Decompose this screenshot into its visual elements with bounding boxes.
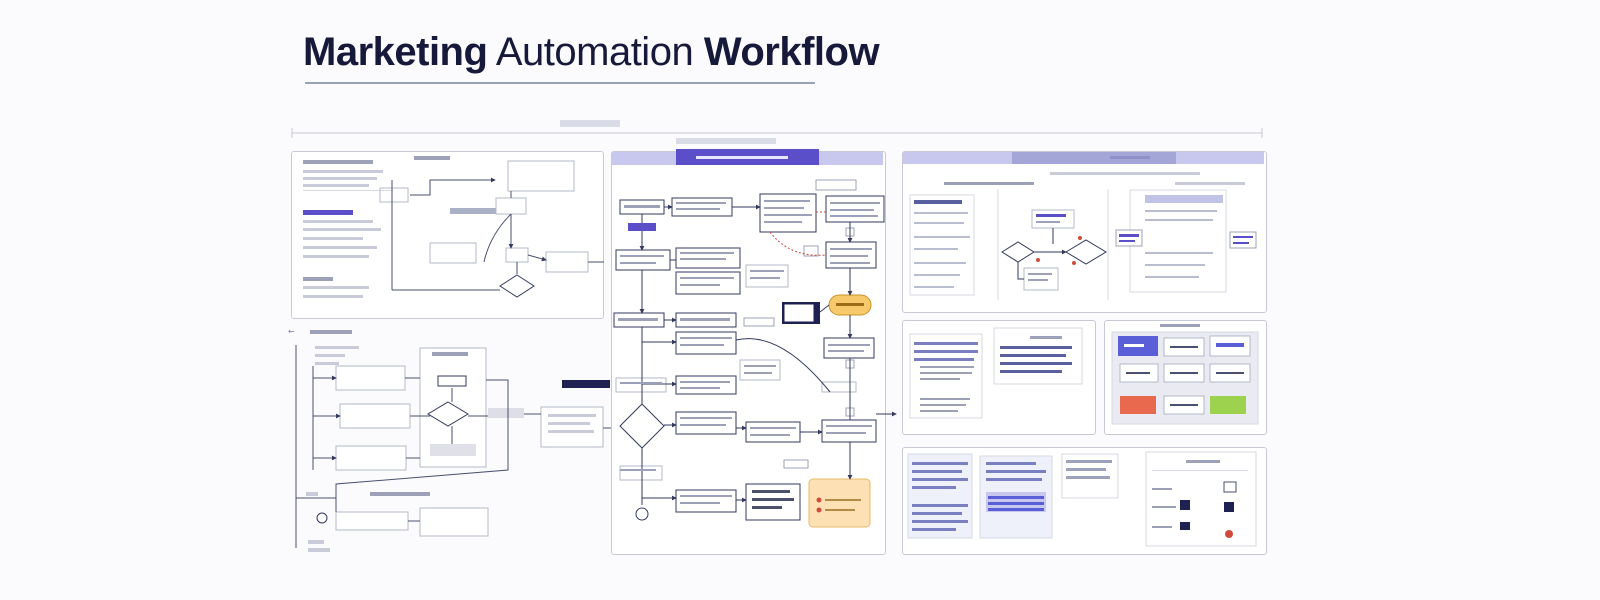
diamond-decision-icon — [619, 403, 665, 449]
right-mid-left-content — [909, 327, 1083, 419]
diagram-title: Marketing Automation Workflow — [303, 30, 880, 75]
svg-text:←: ← — [288, 327, 295, 336]
top-frame-rule — [291, 120, 1263, 144]
center-dashed-links — [769, 211, 827, 256]
right-top-content — [909, 156, 1257, 300]
right-top-wires — [1017, 228, 1067, 280]
title-automation: Automation — [495, 30, 694, 74]
right-mid-right-grid — [1111, 324, 1259, 425]
circle-node-icon — [316, 512, 328, 524]
right-top-header-chip — [1012, 152, 1176, 164]
diamond-decision-icon — [499, 274, 535, 298]
title-underline — [305, 82, 815, 84]
center-text-lines — [618, 156, 880, 504]
top-left-wires — [391, 177, 604, 291]
title-marketing: Marketing — [303, 30, 488, 74]
diamond-decision-icon — [427, 401, 469, 427]
circle-node-icon — [635, 507, 649, 521]
top-left-content — [303, 156, 589, 298]
bridge-wires — [524, 413, 611, 429]
title-workflow: Workflow — [703, 30, 880, 74]
right-bottom-content — [907, 451, 1257, 547]
frame-label-placeholder — [560, 120, 620, 127]
bottom-left-wires — [295, 345, 509, 548]
center-caption-placeholder — [676, 138, 776, 144]
center-boxes — [613, 179, 885, 528]
bridge-content — [540, 380, 610, 448]
